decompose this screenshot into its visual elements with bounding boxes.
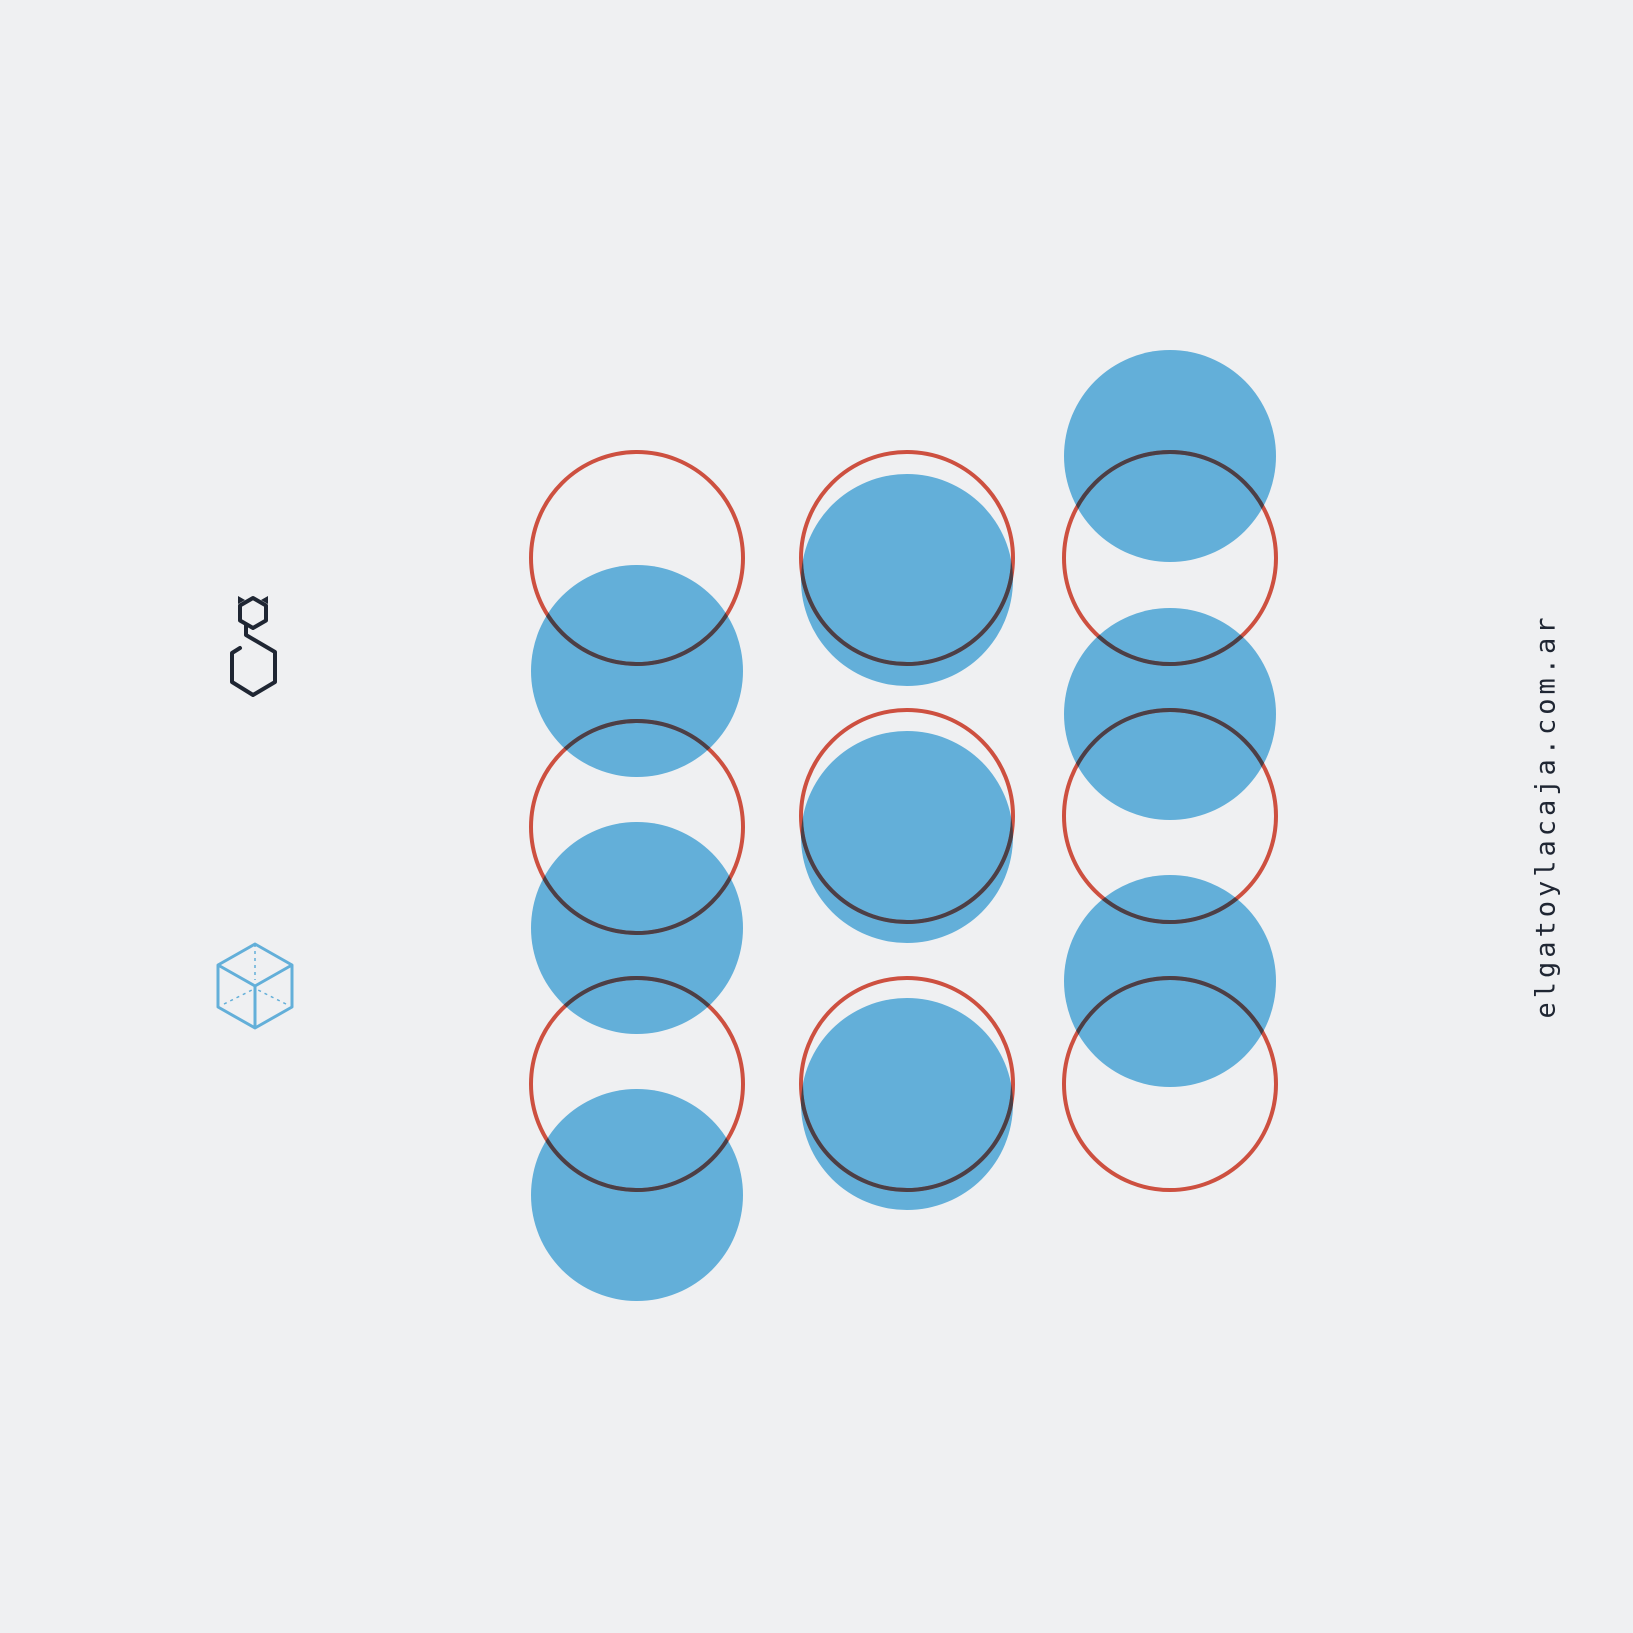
disc-right-3 [1064,875,1276,1087]
disc-right-2 [1064,608,1276,820]
disc-middle-2 [801,731,1013,943]
disc-left-2 [531,822,743,1034]
disc-middle-1 [801,474,1013,686]
disc-right-1 [1064,350,1276,562]
cat-hexagon-logo-icon [230,596,277,697]
disc-left-1 [531,565,743,777]
website-url: elgatoylacaja.com.ar [1530,613,1562,1019]
disc-left-3 [531,1089,743,1301]
isometric-box-icon [216,942,294,1030]
blue-discs [531,350,1276,1301]
ring-overlap-segments [529,450,1278,1192]
disc-middle-3 [801,998,1013,1210]
